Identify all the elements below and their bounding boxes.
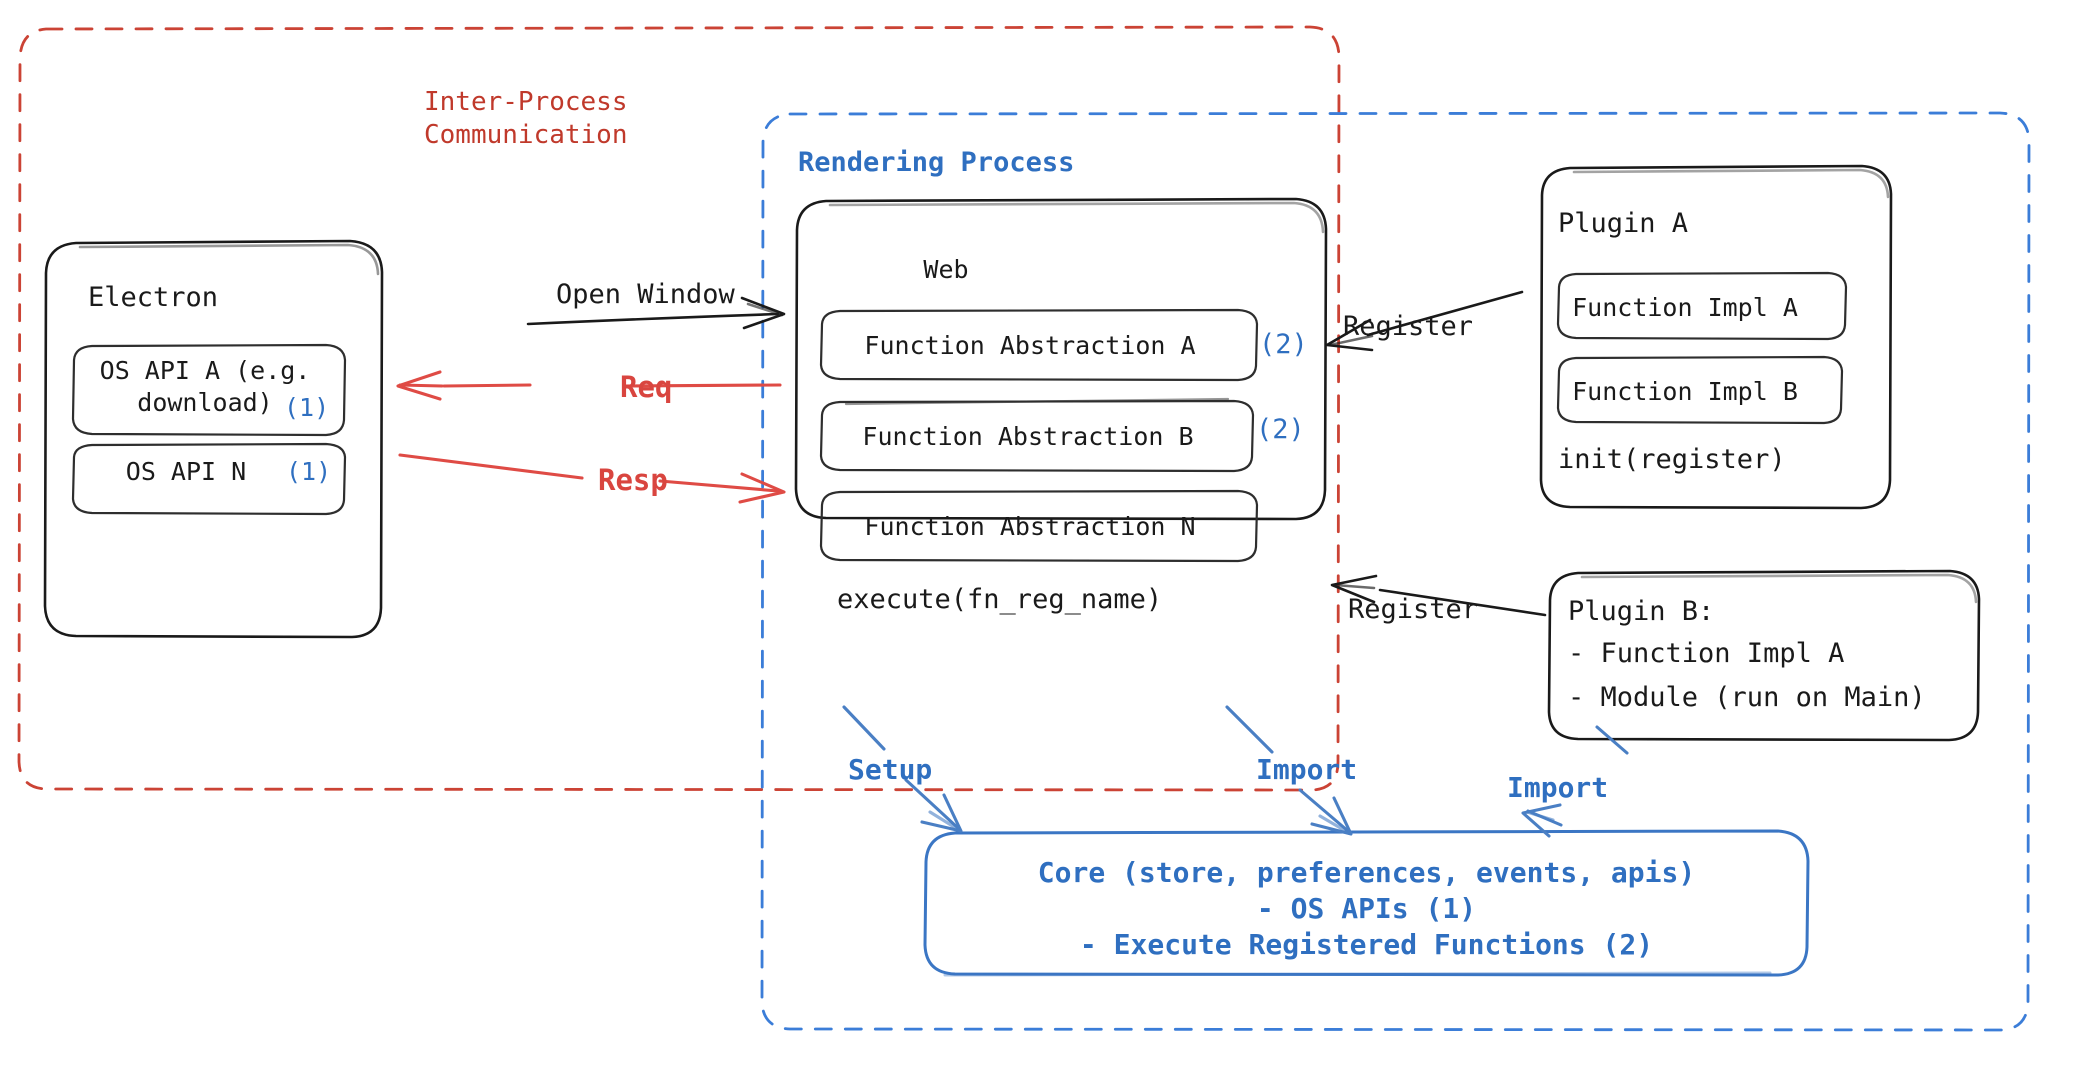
function-impl-b-label: Function Impl B	[1572, 377, 1798, 406]
group-label-ipc: Inter-Process Communication	[424, 87, 628, 151]
plugin-a-title: Plugin A	[1558, 208, 1689, 239]
core-line-os-apis: - OS APIs (1)	[1256, 892, 1477, 925]
plugin-b-line-function-impl-a: - Function Impl A	[1568, 638, 1845, 669]
arrow-label-setup: Setup	[848, 753, 933, 786]
arrow-resp	[398, 453, 786, 504]
electron-title: Electron	[88, 282, 219, 313]
os-api-a-marker: (1)	[284, 393, 330, 422]
web-box-outline	[794, 197, 1328, 521]
plugin-b-line-title: Plugin B:	[1568, 596, 1715, 627]
plugin-b-line-module: - Module (run on Main)	[1568, 682, 1926, 713]
arrow-register-plugin-a	[1325, 290, 1524, 352]
os-api-a-box-outline	[71, 343, 347, 437]
arrow-label-import-web: Import	[1256, 753, 1358, 786]
function-abstraction-a-marker: (2)	[1259, 329, 1308, 360]
arrow-label-register-plugin-a: Register	[1343, 311, 1474, 342]
arrow-import-web	[1225, 705, 1353, 836]
group-rendering-process-border	[760, 111, 2031, 1032]
arrow-label-req: Req	[620, 370, 673, 404]
function-impl-b-box-outline	[1556, 355, 1844, 425]
os-api-n-marker: (1)	[286, 457, 332, 486]
arrow-label-import-plugin-b: Import	[1507, 771, 1609, 804]
function-abstraction-a-label: Function Abstraction A	[864, 331, 1196, 360]
function-impl-a-box-outline	[1556, 271, 1848, 341]
os-api-n-label: OS API N	[125, 457, 247, 486]
arrow-req	[396, 370, 782, 401]
arrow-label-resp: Resp	[598, 463, 668, 497]
plugin-a-footer-init: init(register)	[1558, 444, 1786, 475]
web-footer-execute: execute(fn_reg_name)	[837, 584, 1163, 615]
electron-box-outline	[43, 239, 384, 639]
core-box-outline	[923, 829, 1810, 977]
arrow-label-register-plugin-b: Register	[1348, 594, 1479, 625]
arrow-import-plugin-b	[1521, 725, 1629, 838]
core-line-main: Core (store, preferences, events, apis)	[1037, 856, 1696, 889]
arrow-open-window	[526, 296, 786, 330]
function-abstraction-b-label: Function Abstraction B	[862, 422, 1194, 451]
os-api-a-label: OS API A (e.g. download)	[99, 356, 311, 417]
core-line-execute-registered: - Execute Registered Functions (2)	[1079, 928, 1654, 961]
arrow-setup	[842, 705, 963, 833]
group-ipc-border	[17, 25, 1341, 792]
plugin-b-box-outline	[1547, 569, 1981, 742]
web-title: Web	[923, 255, 969, 284]
os-api-n-box-outline	[71, 442, 347, 516]
function-abstraction-b-marker: (2)	[1256, 414, 1305, 445]
arrow-label-open-window: Open Window	[556, 279, 735, 310]
group-label-rendering-process: Rendering Process	[798, 147, 1075, 178]
plugin-a-box-outline	[1539, 164, 1893, 510]
function-abstraction-n-label: Function Abstraction N	[864, 512, 1196, 541]
function-abstraction-n-box-outline	[819, 489, 1259, 563]
function-abstraction-a-box-outline	[819, 308, 1259, 382]
arrow-register-plugin-b	[1330, 574, 1547, 617]
function-impl-a-label: Function Impl A	[1572, 293, 1798, 322]
function-abstraction-b-box-outline	[819, 397, 1255, 473]
